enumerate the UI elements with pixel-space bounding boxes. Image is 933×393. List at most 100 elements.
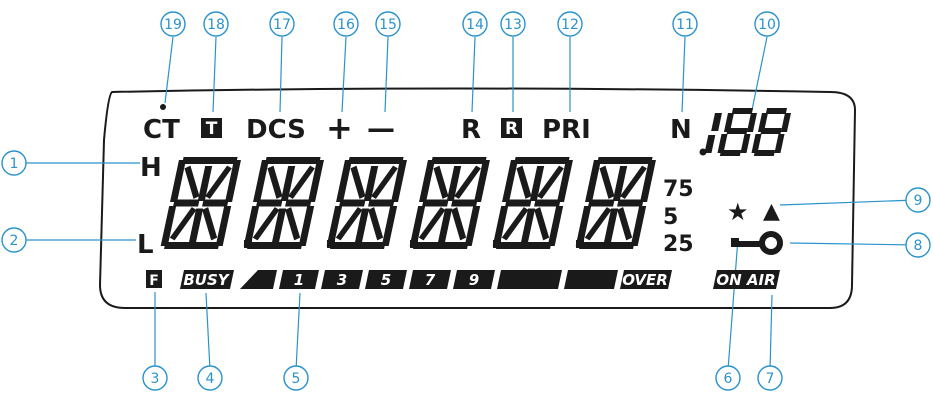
svg-text:8: 8 bbox=[914, 238, 923, 254]
digit-segment bbox=[612, 166, 628, 201]
digit-diagonal bbox=[501, 207, 529, 241]
digit-segment bbox=[182, 157, 238, 164]
digit-segment bbox=[557, 160, 573, 202]
digit-segment bbox=[520, 208, 536, 244]
svg-text:11: 11 bbox=[676, 17, 694, 33]
callout-3: 3 bbox=[142, 365, 168, 391]
svg-text:1: 1 bbox=[10, 156, 19, 172]
star-icon: ★ bbox=[727, 198, 749, 226]
digit-segment bbox=[474, 160, 490, 202]
svg-text:14: 14 bbox=[466, 17, 484, 33]
svg-text:7: 7 bbox=[425, 271, 436, 289]
svg-text:T: T bbox=[206, 119, 218, 139]
svg-text:5: 5 bbox=[292, 371, 301, 387]
digit-segment bbox=[197, 166, 213, 201]
svg-text:16: 16 bbox=[337, 17, 355, 33]
digit-segment bbox=[243, 206, 260, 246]
digit-diagonal bbox=[516, 165, 532, 199]
digit-segment bbox=[630, 206, 647, 246]
callout-11: 11 bbox=[672, 11, 698, 37]
digit-segment bbox=[431, 157, 487, 164]
digit-segment bbox=[280, 166, 296, 201]
frequency-digits bbox=[160, 157, 656, 249]
digit-diagonal bbox=[184, 165, 200, 199]
digit-diagonal bbox=[537, 165, 564, 199]
digit-diagonal bbox=[335, 207, 363, 241]
svg-text:4: 4 bbox=[206, 371, 215, 387]
l-label: L bbox=[137, 230, 154, 260]
digit-segment bbox=[202, 199, 229, 207]
freq-75: 75 bbox=[663, 177, 694, 202]
digit-segment bbox=[391, 160, 407, 202]
triangle-icon: ▲ bbox=[763, 199, 780, 224]
r-label: R bbox=[461, 115, 481, 145]
svg-text:12: 12 bbox=[561, 17, 579, 33]
digit-segment bbox=[529, 166, 545, 201]
digit-diagonal bbox=[534, 207, 550, 241]
digit-diagonal bbox=[620, 165, 647, 199]
svg-text:17: 17 bbox=[273, 17, 291, 33]
ct-dot bbox=[160, 104, 166, 110]
digit-diagonal bbox=[169, 207, 197, 241]
lcd-outline bbox=[98, 87, 857, 309]
callout-13: 13 bbox=[500, 11, 526, 37]
digit-segment bbox=[363, 166, 379, 201]
digit-segment bbox=[354, 208, 370, 244]
digit-diagonal bbox=[371, 165, 398, 199]
digit-segment bbox=[188, 208, 204, 244]
digit-diagonal bbox=[205, 165, 232, 199]
tone-box: T bbox=[201, 118, 222, 139]
digit-segment bbox=[547, 206, 564, 246]
digit-segment bbox=[173, 199, 200, 207]
digit-segment bbox=[496, 242, 552, 249]
svg-text:9: 9 bbox=[469, 271, 479, 289]
digit-segment bbox=[585, 160, 601, 202]
digit-segment bbox=[492, 206, 509, 246]
digit-segment bbox=[603, 208, 619, 244]
digit-segment bbox=[534, 199, 561, 207]
digit-segment bbox=[225, 160, 241, 202]
h-label: H bbox=[140, 153, 162, 183]
digit-segment bbox=[597, 157, 653, 164]
svg-text:R: R bbox=[505, 119, 518, 139]
digit-segment bbox=[464, 206, 481, 246]
digit-segment bbox=[170, 160, 186, 202]
svg-text:9: 9 bbox=[914, 193, 923, 209]
callout-18: 18 bbox=[203, 11, 229, 37]
n-dot bbox=[699, 148, 707, 156]
digit-segment bbox=[271, 208, 287, 244]
digit-segment bbox=[502, 160, 518, 202]
digit-diagonal bbox=[285, 207, 301, 241]
frequency-digit bbox=[409, 157, 490, 249]
svg-text:13: 13 bbox=[504, 17, 522, 33]
digit-diagonal bbox=[451, 207, 467, 241]
svg-text:1: 1 bbox=[294, 271, 304, 289]
digit-diagonal bbox=[267, 165, 283, 199]
key-icon bbox=[731, 231, 783, 255]
svg-text:OVER: OVER bbox=[622, 271, 668, 289]
callout-19: 19 bbox=[160, 11, 186, 37]
digit-diagonal bbox=[584, 207, 612, 241]
frequency-digit bbox=[326, 157, 407, 249]
digit-segment bbox=[413, 242, 469, 249]
s-meter: 1 3 5 7 9 bbox=[240, 270, 618, 289]
minus-label: — bbox=[367, 112, 395, 145]
digit-segment bbox=[451, 199, 478, 207]
digit-diagonal bbox=[252, 207, 280, 241]
leader-lines-top bbox=[164, 36, 768, 113]
digit-segment bbox=[215, 206, 232, 246]
svg-text:10: 10 bbox=[758, 17, 776, 33]
digit-segment bbox=[256, 199, 283, 207]
svg-text:15: 15 bbox=[379, 17, 397, 33]
svg-text:BUSY: BUSY bbox=[183, 271, 230, 289]
digit-segment bbox=[253, 160, 269, 202]
digit-segment bbox=[505, 199, 532, 207]
digit-segment bbox=[617, 199, 644, 207]
digit-segment bbox=[381, 206, 398, 246]
dcs-label: DCS bbox=[246, 115, 306, 145]
digit-segment bbox=[308, 160, 324, 202]
digit-segment bbox=[339, 199, 366, 207]
svg-text:ON AIR: ON AIR bbox=[716, 271, 775, 289]
digit-diagonal bbox=[617, 207, 633, 241]
digit-segment bbox=[368, 199, 395, 207]
